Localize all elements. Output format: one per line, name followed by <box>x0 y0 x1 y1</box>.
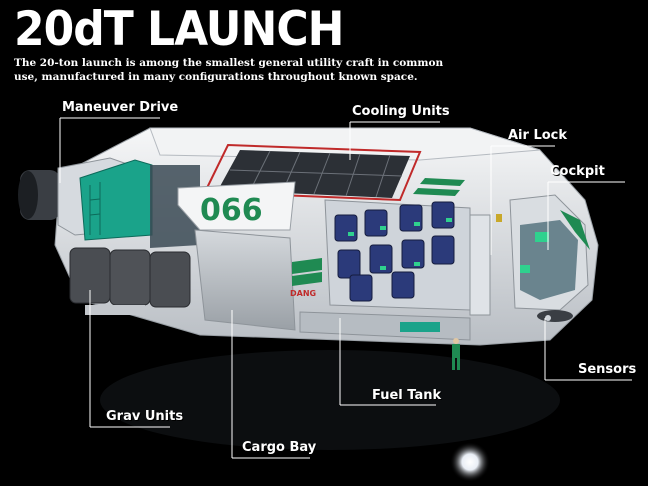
grav-units <box>69 247 191 315</box>
page-subtitle: The 20-ton launch is among the smallest … <box>14 57 444 83</box>
label-grav-units: Grav Units <box>106 409 184 424</box>
cargo-bay-door: 066 <box>177 181 296 231</box>
danger-text: DANG <box>290 289 316 298</box>
sensors <box>537 310 573 322</box>
cockpit <box>509 194 590 311</box>
hull-stripes <box>413 178 465 196</box>
label-maneuver-drive: Maneuver Drive <box>62 100 179 115</box>
cooling-units-outline <box>203 143 422 202</box>
cargo-bay-interior <box>194 229 296 331</box>
human-figure <box>452 338 460 370</box>
hull-number: 066 <box>200 193 263 228</box>
label-cockpit: Cockpit <box>550 164 605 179</box>
fuel-tank-panel <box>400 322 440 332</box>
teal-module-ladder <box>89 182 101 235</box>
label-air-lock: Air Lock <box>508 128 568 143</box>
callout-lines <box>59 117 632 459</box>
floor-reflection <box>100 350 560 450</box>
danger-marking: DANG <box>290 258 322 298</box>
label-fuel-tank: Fuel Tank <box>372 388 442 403</box>
light-reflection <box>450 442 490 482</box>
label-sensors: Sensors <box>578 362 637 377</box>
passenger-seats <box>334 201 455 302</box>
page-title: 20dT LAUNCH <box>14 2 344 58</box>
seat-screens <box>348 218 452 270</box>
label-cooling-units: Cooling Units <box>352 104 450 119</box>
engine-bay-window <box>150 165 200 248</box>
air-lock <box>469 214 502 316</box>
label-cargo-bay: Cargo Bay <box>242 440 317 455</box>
fuel-tank <box>299 311 471 341</box>
